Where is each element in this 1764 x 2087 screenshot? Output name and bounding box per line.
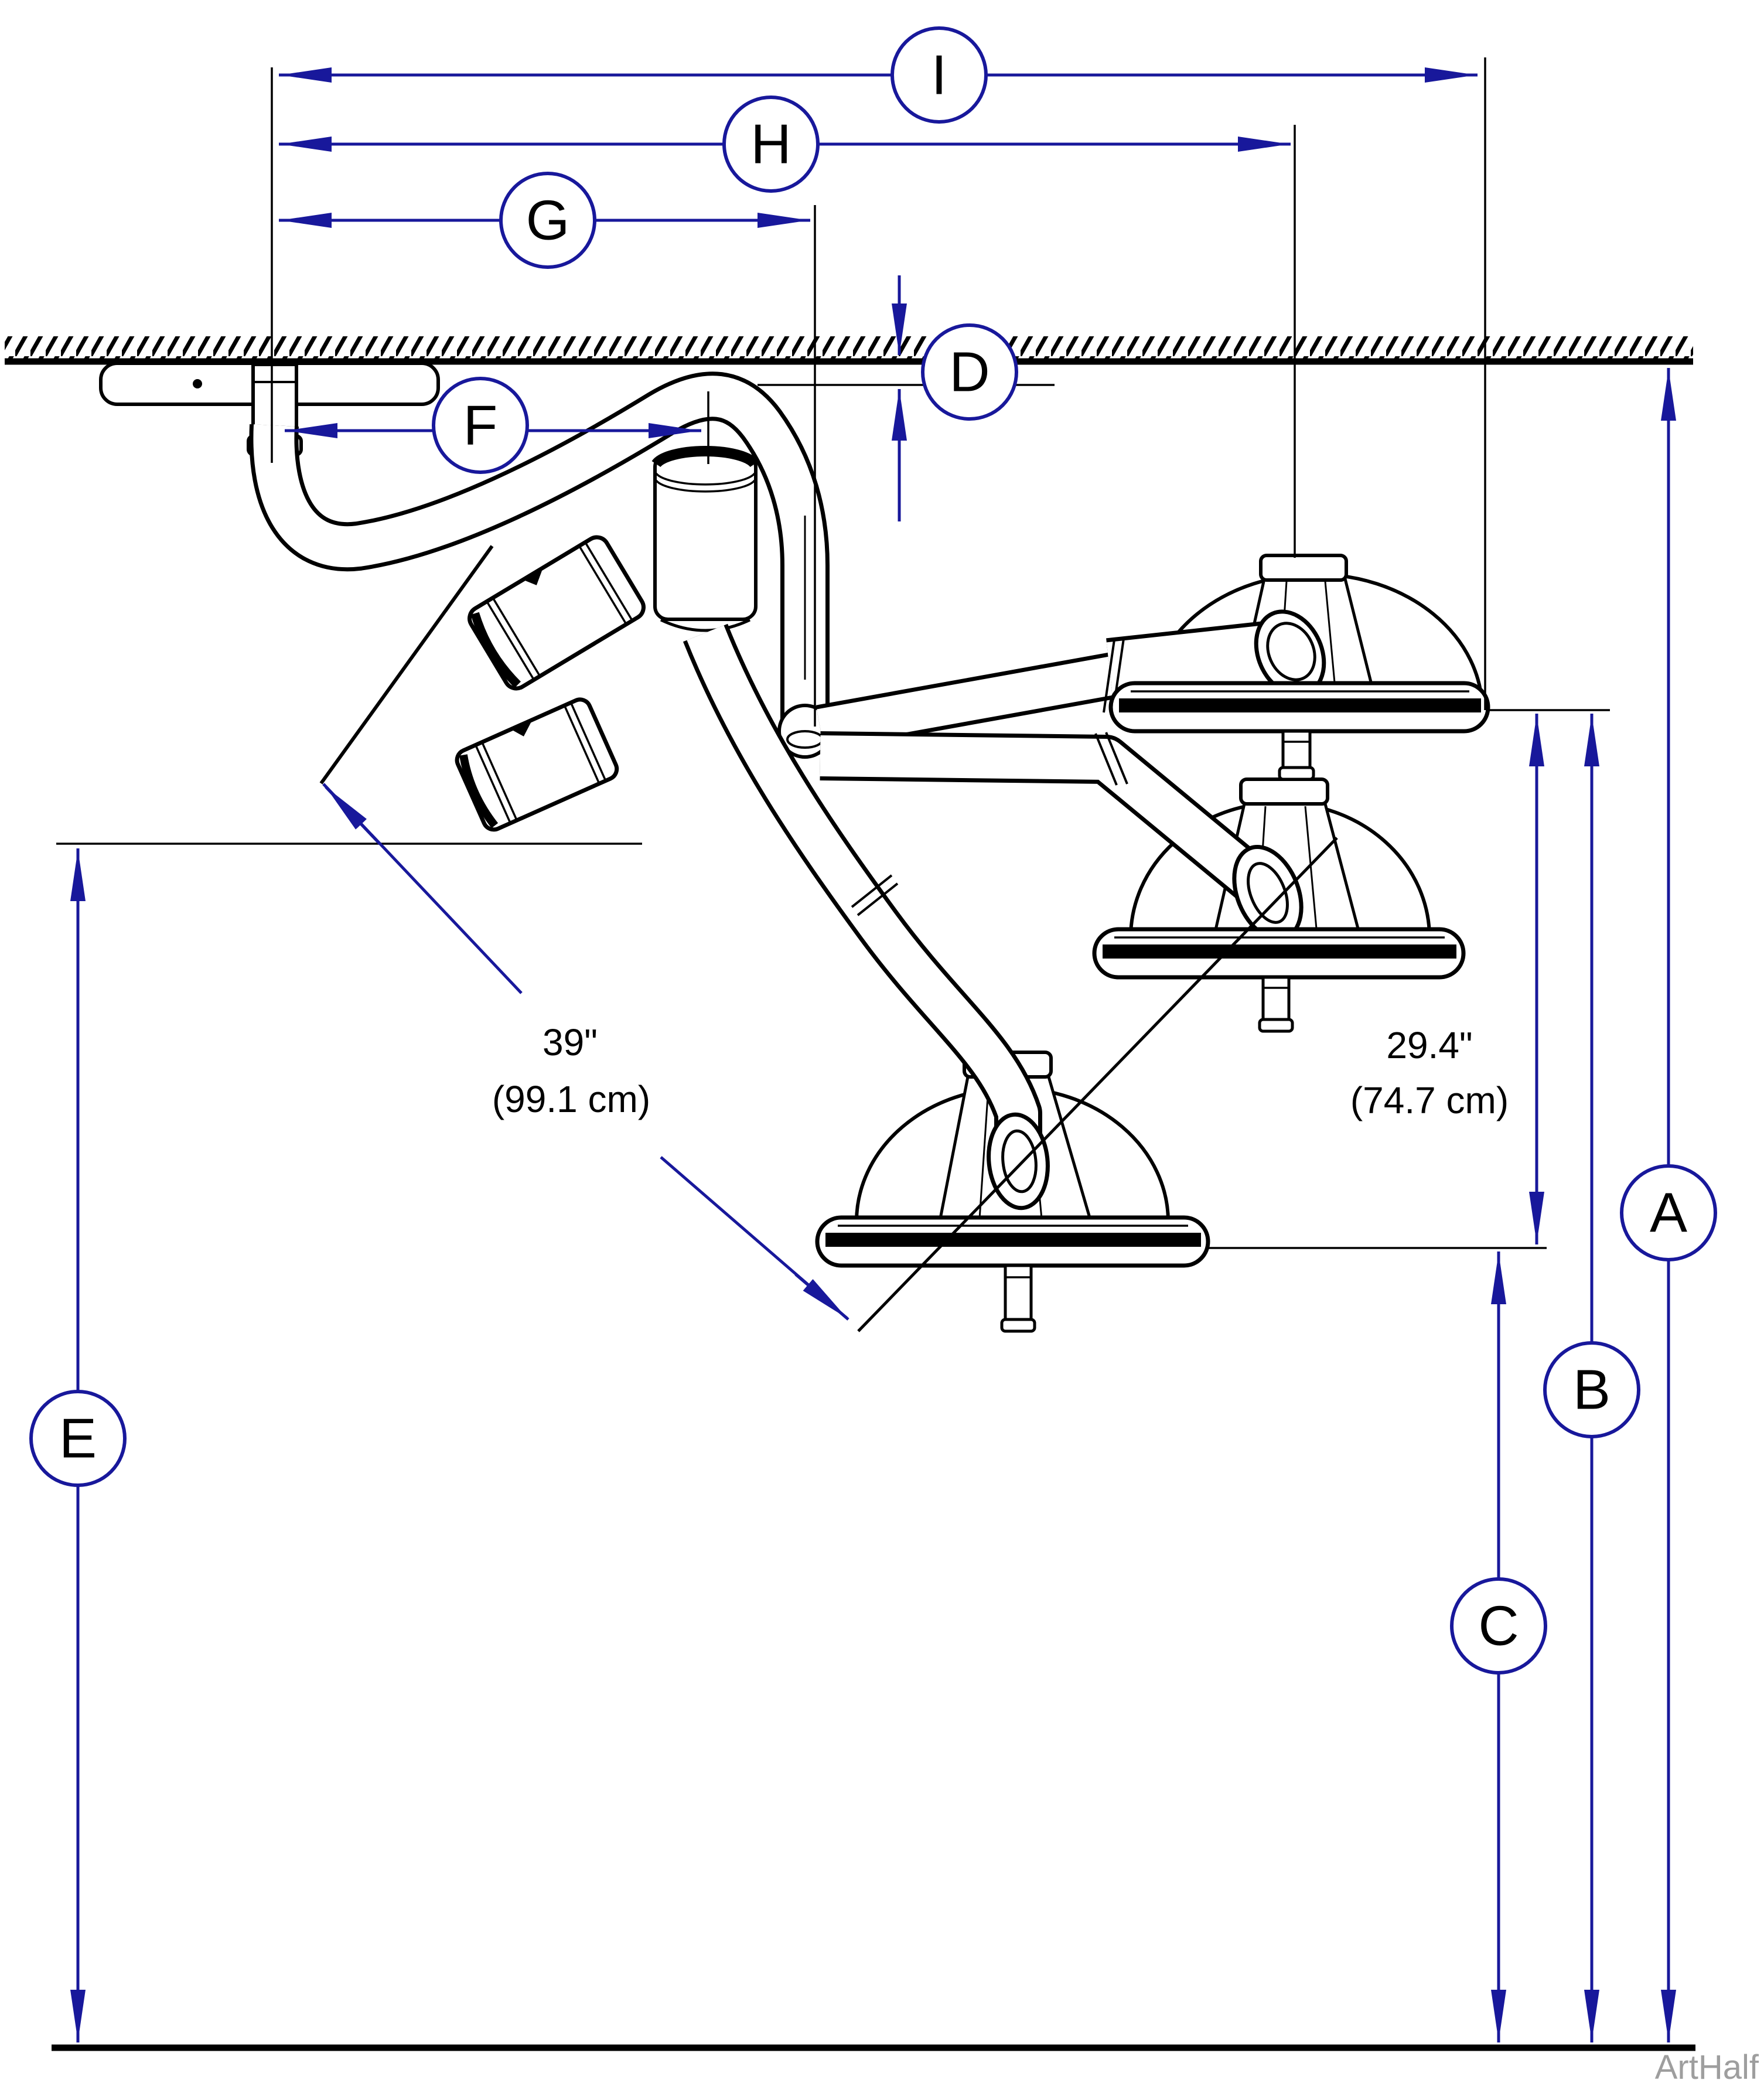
light-head-top-plate xyxy=(1108,681,1490,781)
stowed-head-upper xyxy=(468,535,646,691)
light-head-middle-plate xyxy=(1092,927,1466,1033)
balloon-i: I xyxy=(890,26,988,124)
measurement-texts: 39" (99.1 cm) 29.4" (74.7 cm) xyxy=(492,1021,1509,1121)
canister xyxy=(651,446,759,632)
dimension-balloons: I H G D F A B C xyxy=(29,26,1717,1675)
arm-top xyxy=(816,609,1326,752)
balloon-e-label: E xyxy=(59,1407,97,1470)
arm-hub xyxy=(777,704,832,759)
light-head-bottom-plate xyxy=(815,1215,1210,1333)
balloon-g-label: G xyxy=(526,189,570,252)
extension-lines xyxy=(56,57,1610,1249)
stowed-head-lower xyxy=(455,697,619,832)
balloon-d-label: D xyxy=(949,341,990,404)
balloon-b-label: B xyxy=(1573,1359,1611,1421)
balloon-a-label: A xyxy=(1650,1182,1687,1244)
ceiling-hatch xyxy=(5,336,1693,359)
mount-screw xyxy=(193,379,202,388)
balloon-f-label: F xyxy=(463,394,498,457)
head-axis-line xyxy=(857,837,1338,1332)
balloon-c: C xyxy=(1450,1577,1547,1675)
balloon-g: G xyxy=(499,172,596,269)
balloon-b: B xyxy=(1543,1341,1640,1438)
travel-cm-text: (74.7 cm) xyxy=(1350,1079,1509,1121)
travel-inches-text: 29.4" xyxy=(1386,1024,1472,1066)
suspension-tube xyxy=(249,371,830,724)
balloon-h-label: H xyxy=(750,113,791,176)
balloon-i-label: I xyxy=(932,44,947,107)
balloon-a: A xyxy=(1620,1164,1717,1261)
balloon-h: H xyxy=(722,96,820,193)
reach-cm-text: (99.1 cm) xyxy=(492,1078,650,1120)
watermark-text: ArtHalf xyxy=(1655,2048,1759,2086)
arm-bottom xyxy=(683,623,1050,1210)
reach-inches-text: 39" xyxy=(542,1021,598,1063)
balloon-e: E xyxy=(29,1390,127,1487)
arm-middle xyxy=(820,731,1304,941)
balloon-f: F xyxy=(432,377,529,474)
ceiling xyxy=(5,336,1693,365)
stowed-envelope-line xyxy=(319,545,494,785)
balloon-d: D xyxy=(921,323,1018,421)
balloon-c-label: C xyxy=(1478,1595,1519,1658)
